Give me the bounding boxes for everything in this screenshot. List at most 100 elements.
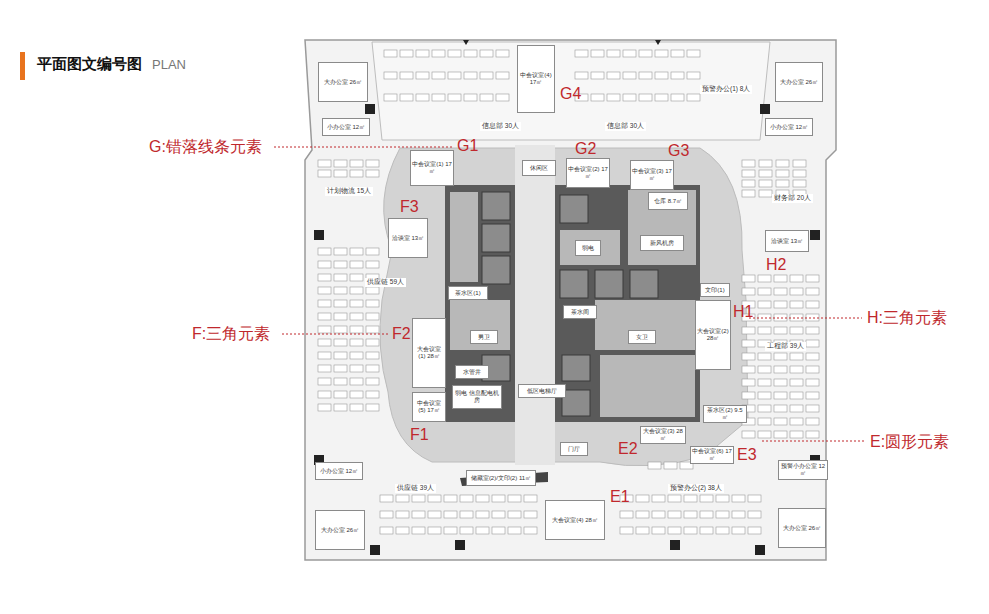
- department-label: 计划物流 15人: [325, 187, 373, 196]
- room-box: 中会议室(4) 17㎡: [517, 45, 555, 113]
- plan-title: 平面图文编号图: [37, 55, 142, 74]
- room-box: 大会议室(3) 28㎡: [640, 426, 686, 444]
- room-box: 水管井: [455, 365, 489, 379]
- desk: [350, 261, 363, 268]
- desk: [806, 405, 819, 412]
- desk: [396, 495, 409, 502]
- room-label: 中会议室(4) 17㎡: [519, 72, 553, 86]
- desk: [396, 511, 409, 518]
- desk: [350, 160, 363, 167]
- desk: [742, 170, 755, 177]
- desk: [806, 288, 819, 295]
- room-box: 大会议室(4) 28㎡: [545, 500, 605, 540]
- desk: [448, 50, 461, 57]
- desk: [480, 72, 493, 79]
- desk: [334, 339, 347, 346]
- desk: [774, 418, 787, 425]
- callout-number: H1: [733, 303, 753, 321]
- desk: [742, 353, 755, 360]
- desk: [758, 353, 771, 360]
- desk: [508, 527, 521, 534]
- desk: [366, 339, 379, 346]
- desk: [687, 94, 700, 101]
- room-label: 弱电 信息配电机房: [454, 390, 500, 404]
- desk: [460, 511, 473, 518]
- room-label: 大办公室 26㎡: [783, 525, 821, 532]
- plan-subtitle: PLAN: [152, 57, 186, 72]
- desk: [668, 495, 681, 502]
- desk: [776, 180, 789, 187]
- room-box: 文印(1): [700, 283, 730, 297]
- desk: [400, 94, 413, 101]
- desk: [806, 301, 819, 308]
- desk: [464, 50, 477, 57]
- desk: [806, 418, 819, 425]
- desk: [655, 50, 668, 57]
- room-label: 低区电梯厅: [527, 388, 557, 395]
- desk: [623, 72, 636, 79]
- room-label: 仓库 8.7㎡: [654, 198, 682, 205]
- room-label: 男卫: [478, 334, 490, 341]
- room-label: 大会议室(1) 28㎡: [414, 346, 444, 360]
- desk: [790, 392, 803, 399]
- department-label: 工程部 39人: [765, 342, 806, 351]
- room-box: 休闲区: [522, 160, 556, 176]
- desk: [652, 495, 665, 502]
- desk: [380, 495, 393, 502]
- desk: [793, 170, 806, 177]
- desk: [350, 378, 363, 385]
- desk: [380, 511, 393, 518]
- desk: [758, 431, 771, 438]
- desk: [575, 72, 588, 79]
- room-box: 女卫: [628, 330, 656, 344]
- desk: [758, 366, 771, 373]
- desk: [366, 391, 379, 398]
- desk: [318, 287, 331, 294]
- room-label: 大办公室 26㎡: [780, 79, 818, 86]
- desk: [716, 527, 729, 534]
- desk: [671, 94, 684, 101]
- department-label: 供应链 59人: [365, 278, 406, 287]
- department-label: 信息部 30人: [480, 122, 521, 131]
- core-left: [445, 185, 515, 422]
- desk: [400, 72, 413, 79]
- desk: [684, 511, 697, 518]
- desk: [492, 495, 505, 502]
- desk: [742, 160, 755, 167]
- callout-number: F2: [392, 325, 411, 343]
- room-label: 休闲区: [530, 165, 548, 172]
- callout-number: G1: [457, 137, 478, 155]
- department-label: 预警办公(1) 8人: [700, 85, 752, 94]
- desk: [687, 50, 700, 57]
- desk: [350, 352, 363, 359]
- room-box: 弱电: [575, 240, 601, 256]
- desk: [464, 72, 477, 79]
- desk: [318, 391, 331, 398]
- desk: [639, 72, 652, 79]
- desk: [496, 94, 509, 101]
- desk: [476, 511, 489, 518]
- room-label: 茶水间: [571, 309, 589, 316]
- desk: [334, 287, 347, 294]
- desk: [806, 379, 819, 386]
- room-box: 仓库 8.7㎡: [648, 192, 688, 210]
- desk: [366, 170, 379, 177]
- desk: [350, 404, 363, 411]
- desk: [774, 327, 787, 334]
- room-label: 女卫: [636, 334, 648, 341]
- desk: [655, 94, 668, 101]
- desk: [318, 248, 331, 255]
- desk: [400, 50, 413, 57]
- room-label: 大会议室(3) 28㎡: [642, 428, 684, 442]
- desk: [742, 366, 755, 373]
- room-label: 茶水区(1): [455, 290, 480, 297]
- room-label: 水管井: [463, 369, 481, 376]
- desk: [790, 327, 803, 334]
- desk: [806, 431, 819, 438]
- desk: [759, 180, 772, 187]
- desk-grid: [318, 50, 819, 534]
- desk: [774, 379, 787, 386]
- desk: [476, 495, 489, 502]
- room-label: 门厅: [568, 446, 580, 453]
- desk: [416, 50, 429, 57]
